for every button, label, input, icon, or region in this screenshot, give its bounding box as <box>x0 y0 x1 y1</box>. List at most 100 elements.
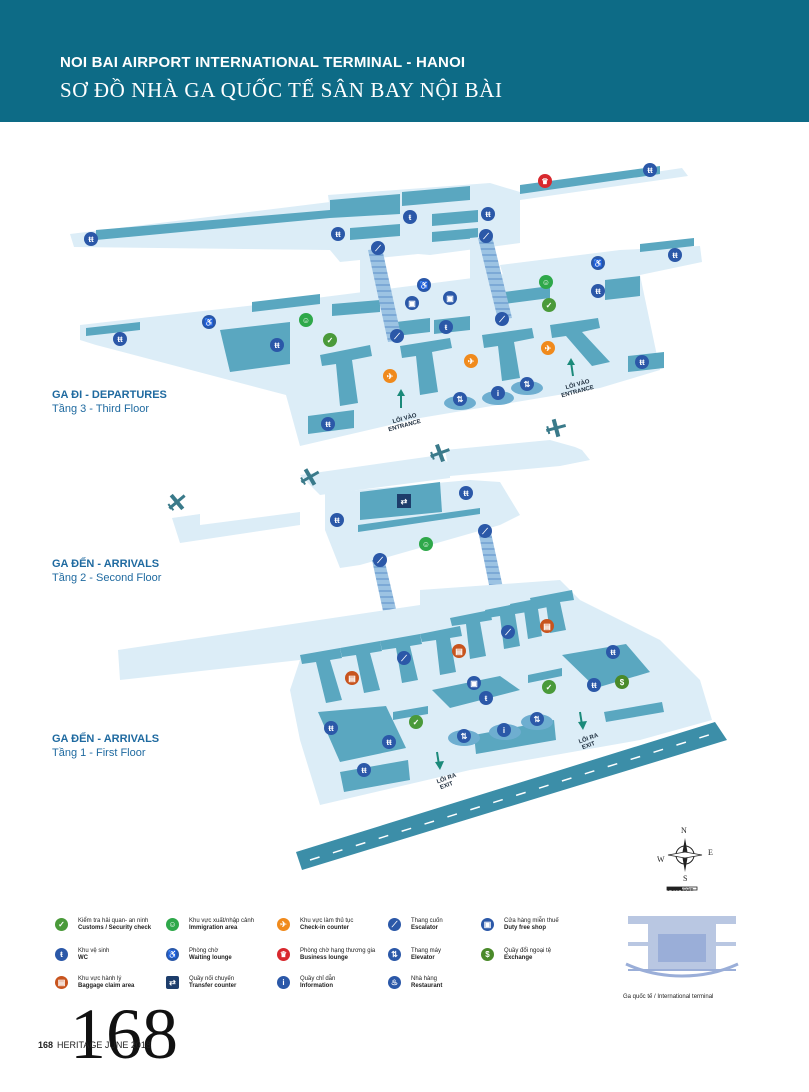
block <box>640 238 694 252</box>
checkin-island <box>550 318 610 366</box>
wc-icon: ŧŧ <box>643 163 657 177</box>
escalator-icon: ⟋ <box>397 651 411 665</box>
svg-text:ŧŧ: ŧŧ <box>335 230 341 239</box>
block <box>520 166 660 194</box>
svg-text:☺: ☺ <box>422 540 430 549</box>
restaurant-icon: ŧ <box>439 320 453 334</box>
checkin-icon: ✈ <box>383 369 397 383</box>
lounge-icon: ♿ <box>166 948 179 961</box>
page-header: NOI BAI AIRPORT INTERNATIONAL TERMINAL -… <box>0 0 809 122</box>
floor-subtitle: Tầng 3 - Third Floor <box>52 403 150 415</box>
wc-icon: ŧ <box>55 948 68 961</box>
checkin-island <box>320 345 372 406</box>
checkin-island <box>400 338 452 395</box>
escalator <box>478 236 512 320</box>
entrance-arrow <box>397 389 405 396</box>
legend-label-vi: Nhà hàng <box>411 976 438 982</box>
svg-text:ŧŧ: ŧŧ <box>386 738 392 747</box>
svg-text:⇅: ⇅ <box>534 715 541 724</box>
pier <box>445 440 590 476</box>
duty-free-icon: ▣ <box>405 296 419 310</box>
escalator-icon: ⟋ <box>478 524 492 538</box>
legend-label-vi: Kiểm tra hải quan- an ninh <box>78 918 149 924</box>
svg-text:☺: ☺ <box>542 278 550 287</box>
legend-label-vi: Phòng chờ hạng thương gia <box>300 948 376 954</box>
svg-text:☺: ☺ <box>302 316 310 325</box>
baggage-icon: ▤ <box>452 644 466 658</box>
svg-text:⟋: ⟋ <box>481 527 488 536</box>
wc-icon: ŧŧ <box>587 678 601 692</box>
block <box>340 760 410 792</box>
legend-label-en: Elevator <box>411 955 435 961</box>
immigration-icon: ☺ <box>419 537 433 551</box>
wc-icon: ŧŧ <box>606 645 620 659</box>
lounge-icon: ♿ <box>202 315 216 329</box>
escalator <box>368 248 402 342</box>
svg-text:✓: ✓ <box>327 336 334 345</box>
checkin-icon: ✈ <box>464 354 478 368</box>
svg-text:♿: ♿ <box>204 317 214 327</box>
block <box>350 224 400 240</box>
elevator-icon: ⇅ <box>388 948 401 961</box>
svg-text:▣: ▣ <box>408 299 416 308</box>
compass-south: S <box>683 874 688 883</box>
magazine-name: HERITAGE JUNE 2018 <box>57 1040 151 1050</box>
access-road <box>296 722 727 870</box>
aircraft-icons <box>167 418 567 511</box>
customs-icon: ✓ <box>55 918 68 931</box>
elevator-icon: ⇅ <box>520 377 534 391</box>
exchange-icon: $ <box>615 675 629 689</box>
svg-text:♿: ♿ <box>419 280 429 290</box>
svg-text:⟋: ⟋ <box>482 232 489 241</box>
block <box>432 676 520 708</box>
checkin-island <box>420 626 462 675</box>
floor-subtitle: Tầng 1 - First Floor <box>52 747 146 759</box>
escalator-icon: ⟋ <box>479 229 493 243</box>
checkin-island <box>510 597 548 639</box>
svg-text:ŧŧ: ŧŧ <box>485 210 491 219</box>
legend-label-vi: Quầy nối chuyến <box>189 976 235 982</box>
svg-text:▣: ▣ <box>446 294 454 303</box>
elevator-icon: ⇅ <box>457 729 471 743</box>
checkin-icon: ✈ <box>541 341 555 355</box>
legend-label-vi: Quầy chỉ dẫn <box>300 976 336 982</box>
svg-text:ŧŧ: ŧŧ <box>595 287 601 296</box>
exit-label-en: EXIT <box>439 781 454 791</box>
svg-text:ŧŧ: ŧŧ <box>325 420 331 429</box>
block <box>432 210 478 226</box>
checkin-island <box>482 328 534 381</box>
svg-text:ŧŧ: ŧŧ <box>117 335 123 344</box>
svg-text:⟋: ⟋ <box>393 332 400 341</box>
customs-icon: ✓ <box>542 298 556 312</box>
block <box>402 186 470 206</box>
information-icon: i <box>497 723 511 737</box>
checkin-island <box>340 641 382 693</box>
airplane-icon <box>430 443 450 463</box>
wc-icon: ŧŧ <box>324 721 338 735</box>
customs-icon: ✓ <box>323 333 337 347</box>
svg-text:✓: ✓ <box>546 683 553 692</box>
terminal-thumbnail <box>625 916 739 978</box>
block <box>396 318 430 336</box>
business-lounge-icon: ♛ <box>277 948 290 961</box>
block <box>393 706 428 720</box>
legend-label-vi: Quầy đổi ngoại tệ <box>504 948 552 954</box>
wc-icon: ŧŧ <box>635 355 649 369</box>
airplane-icon <box>545 418 567 438</box>
checkin-island <box>300 648 342 703</box>
transfer-icon: ⇄ <box>397 494 411 508</box>
svg-text:⟋: ⟋ <box>400 654 407 663</box>
legend-label-vi: Phòng chờ <box>189 948 219 954</box>
svg-text:♛: ♛ <box>541 177 548 186</box>
legend-label-vi: Khu vực làm thủ tục <box>300 918 354 924</box>
legend-label-en: Duty free shop <box>504 925 547 931</box>
block <box>504 286 550 304</box>
wc-icon: ŧŧ <box>331 227 345 241</box>
